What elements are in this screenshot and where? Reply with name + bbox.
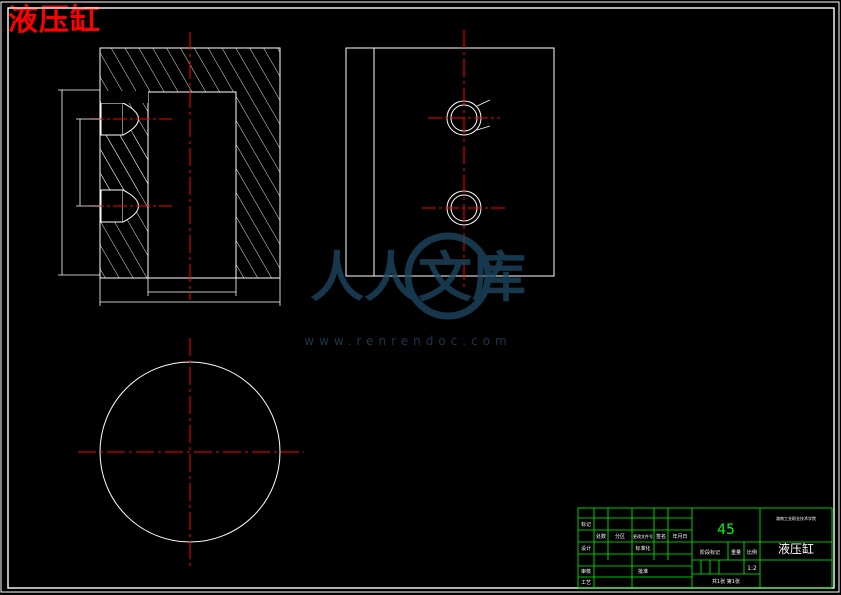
weight-label: 重量 [731,549,741,556]
bore [147,91,237,279]
col-label-zone: 分区 [615,533,625,540]
title-block-text: 45 液压缸 湖南工业职业技术学院 1:2 共1张 第1张 标记 设计 审核 工… [581,515,816,586]
row-label-mark: 标记 [581,521,591,528]
front-dimensions [58,89,281,306]
stage-mark-label: 阶段标记 [700,549,720,556]
side-outline [345,47,555,277]
school-name: 湖南工业职业技术学院 [776,515,816,521]
section-hatch [100,48,280,278]
drawing-title: 液压缸 [8,3,101,38]
col-label-signature: 签名 [656,533,666,540]
col-label-count: 处数 [596,533,606,540]
material-value: 45 [717,522,735,538]
row-label-review: 审核 [581,568,591,575]
col-label-change-doc: 更改文件号 [633,533,653,539]
front-section-view [58,32,281,306]
scale-value: 1:2 [747,565,757,572]
top-view [78,338,304,566]
watermark-text: 人人文库 [310,246,526,309]
approval-approve: 批准 [638,568,648,575]
watermark: 人人文库 www.renrendoc.com [304,232,526,348]
title-block [577,507,833,589]
row-label-design: 设计 [581,545,591,552]
watermark-url: www.renrendoc.com [304,334,511,348]
sheet-info: 共1张 第1张 [712,578,740,585]
approval-standard: 标准化 [635,545,650,552]
row-label-process: 工艺 [581,580,591,586]
inner-border [7,7,835,589]
part-name: 液压缸 [778,541,814,556]
col-label-date: 年月日 [672,533,687,540]
side-view [345,30,555,290]
scale-label: 比例 [747,549,757,556]
watermark-logo-icon [404,232,492,320]
